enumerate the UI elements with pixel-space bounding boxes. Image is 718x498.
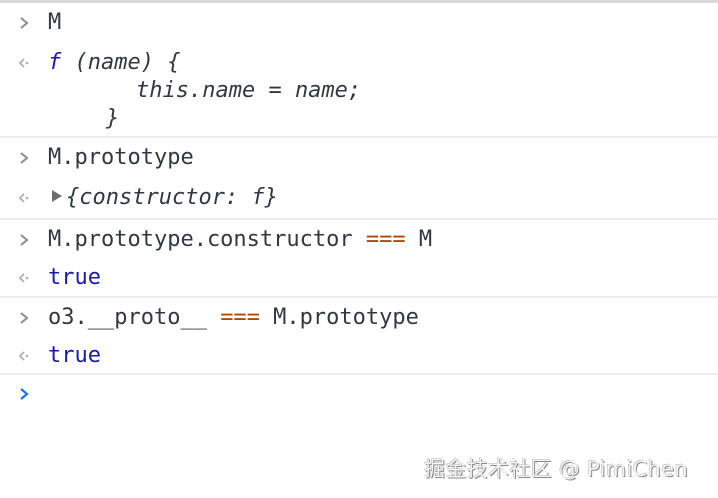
return-arrow-icon <box>14 48 34 78</box>
boolean-result: true <box>48 265 101 290</box>
console-input-line[interactable]: M <box>0 8 718 38</box>
console-input-line[interactable]: M.prototype.constructor === M <box>0 225 718 255</box>
input-text: M.prototype <box>48 145 194 170</box>
console-output-line: f (name) { <box>0 48 718 78</box>
object-preview-text: {constructor: f} <box>66 185 278 210</box>
function-body: this.name = name; <box>136 78 362 103</box>
chevron-right-icon <box>14 379 34 409</box>
console-output-line: {constructor: f} <box>0 183 718 213</box>
expression-right: M.prototype <box>259 305 419 330</box>
function-signature: (name) { <box>61 50 181 75</box>
input-text: M <box>48 10 62 35</box>
console-input-line[interactable]: o3.__proto__ === M.prototype <box>0 303 718 333</box>
chevron-right-icon <box>14 8 34 38</box>
entry-separator <box>0 136 718 138</box>
chevron-right-icon <box>14 225 34 255</box>
expression-right: M <box>405 227 433 252</box>
chevron-right-icon <box>14 143 34 173</box>
input-expression: o3.__proto__ === M.prototype <box>48 303 419 333</box>
console-output-body-line: this.name = name; <box>0 76 718 106</box>
boolean-result: true <box>48 343 101 368</box>
function-closing-brace: } <box>106 106 120 131</box>
strict-equality-operator: === <box>365 227 406 252</box>
function-output: f (name) { <box>48 48 180 78</box>
console-prompt[interactable] <box>0 379 718 409</box>
object-preview[interactable]: {constructor: f} <box>52 183 278 213</box>
input-expression: M.prototype.constructor === M <box>48 225 432 255</box>
console-input-line[interactable]: M.prototype <box>0 143 718 173</box>
expression-left: o3.__proto__ <box>48 305 221 330</box>
console-top-border <box>0 0 718 3</box>
entry-separator <box>0 218 718 220</box>
console-output-closing-line: } <box>0 104 718 134</box>
return-arrow-icon <box>14 263 34 293</box>
console-output-line: true <box>0 263 718 293</box>
entry-separator <box>0 296 718 298</box>
console-output-line: true <box>0 341 718 371</box>
chevron-right-icon <box>14 303 34 333</box>
return-arrow-icon <box>14 341 34 371</box>
triangle-right-icon[interactable] <box>52 190 62 202</box>
function-keyword: f <box>48 50 62 75</box>
watermark: 掘金技术社区 @ PimiChen <box>424 457 688 481</box>
strict-equality-operator: === <box>220 305 260 330</box>
expression-left: M.prototype.constructor <box>48 227 366 252</box>
return-arrow-icon <box>14 183 34 213</box>
entry-separator <box>0 373 718 375</box>
